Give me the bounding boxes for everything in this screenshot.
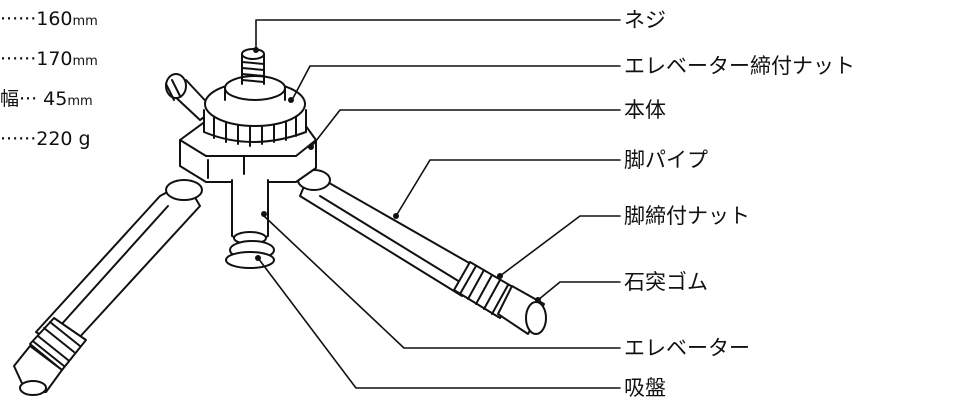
spec-value: ······170	[0, 48, 73, 70]
spec-height-extended: ······170mm	[0, 48, 98, 73]
label-leg-nut: 脚締付ナット	[624, 204, 750, 228]
leader-lines	[256, 20, 620, 388]
elevator-nut	[204, 76, 306, 146]
label-leg-pipe: 脚パイプ	[624, 148, 708, 172]
spec-value: ······160	[0, 8, 73, 30]
spec-height-folded: ······160mm	[0, 8, 98, 33]
spec-unit: mm	[67, 94, 93, 109]
label-rubber-foot: 石突ゴム	[624, 270, 708, 294]
elevator-column	[226, 180, 274, 268]
spec-unit: mm	[72, 14, 98, 29]
spec-unit: mm	[72, 54, 98, 69]
label-suction-cup: 吸盤	[624, 376, 666, 400]
label-elevator-nut: エレベーター締付ナット	[624, 54, 855, 78]
left-leg	[14, 180, 202, 395]
label-screw: ネジ	[624, 8, 666, 32]
label-body: 本体	[624, 98, 666, 122]
right-leg	[298, 170, 546, 334]
spec-weight: ······220 g	[0, 128, 91, 153]
spec-value: 幅··· 45	[0, 88, 68, 110]
label-elevator: エレベーター	[624, 336, 750, 360]
spec-width: 幅··· 45mm	[0, 88, 93, 113]
spec-value: ······220 g	[0, 128, 91, 150]
